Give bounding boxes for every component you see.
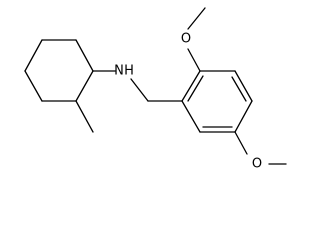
bond-methyl — [75, 100, 94, 133]
molecule-diagram: N H O O — [24, 7, 287, 172]
bond-ar-double1 — [187, 75, 204, 102]
bond-ar-double2 — [231, 76, 247, 102]
atom-h-label: H — [124, 64, 134, 79]
bond-ring5 — [24, 70, 43, 102]
bond-ring6 — [24, 39, 43, 72]
bond-ar1 — [181, 70, 201, 102]
cyclohexane-ring — [24, 39, 94, 102]
atom-o-bottom-label: O — [252, 157, 262, 172]
bond-ar4 — [234, 100, 253, 133]
benzene-ring — [181, 70, 253, 133]
bond-o-me-top — [187, 7, 206, 30]
bond-ring3 — [75, 70, 94, 102]
bond-ar-o-top — [187, 48, 201, 72]
bond-ar-o-bottom — [234, 131, 248, 155]
atom-n-label: N — [114, 64, 124, 79]
atom-o-top-label: O — [181, 32, 191, 47]
bond-ar3 — [234, 70, 253, 102]
bond-ring2 — [75, 39, 94, 72]
bond-ar6 — [181, 100, 201, 133]
bond-n-ch2 — [130, 78, 149, 102]
